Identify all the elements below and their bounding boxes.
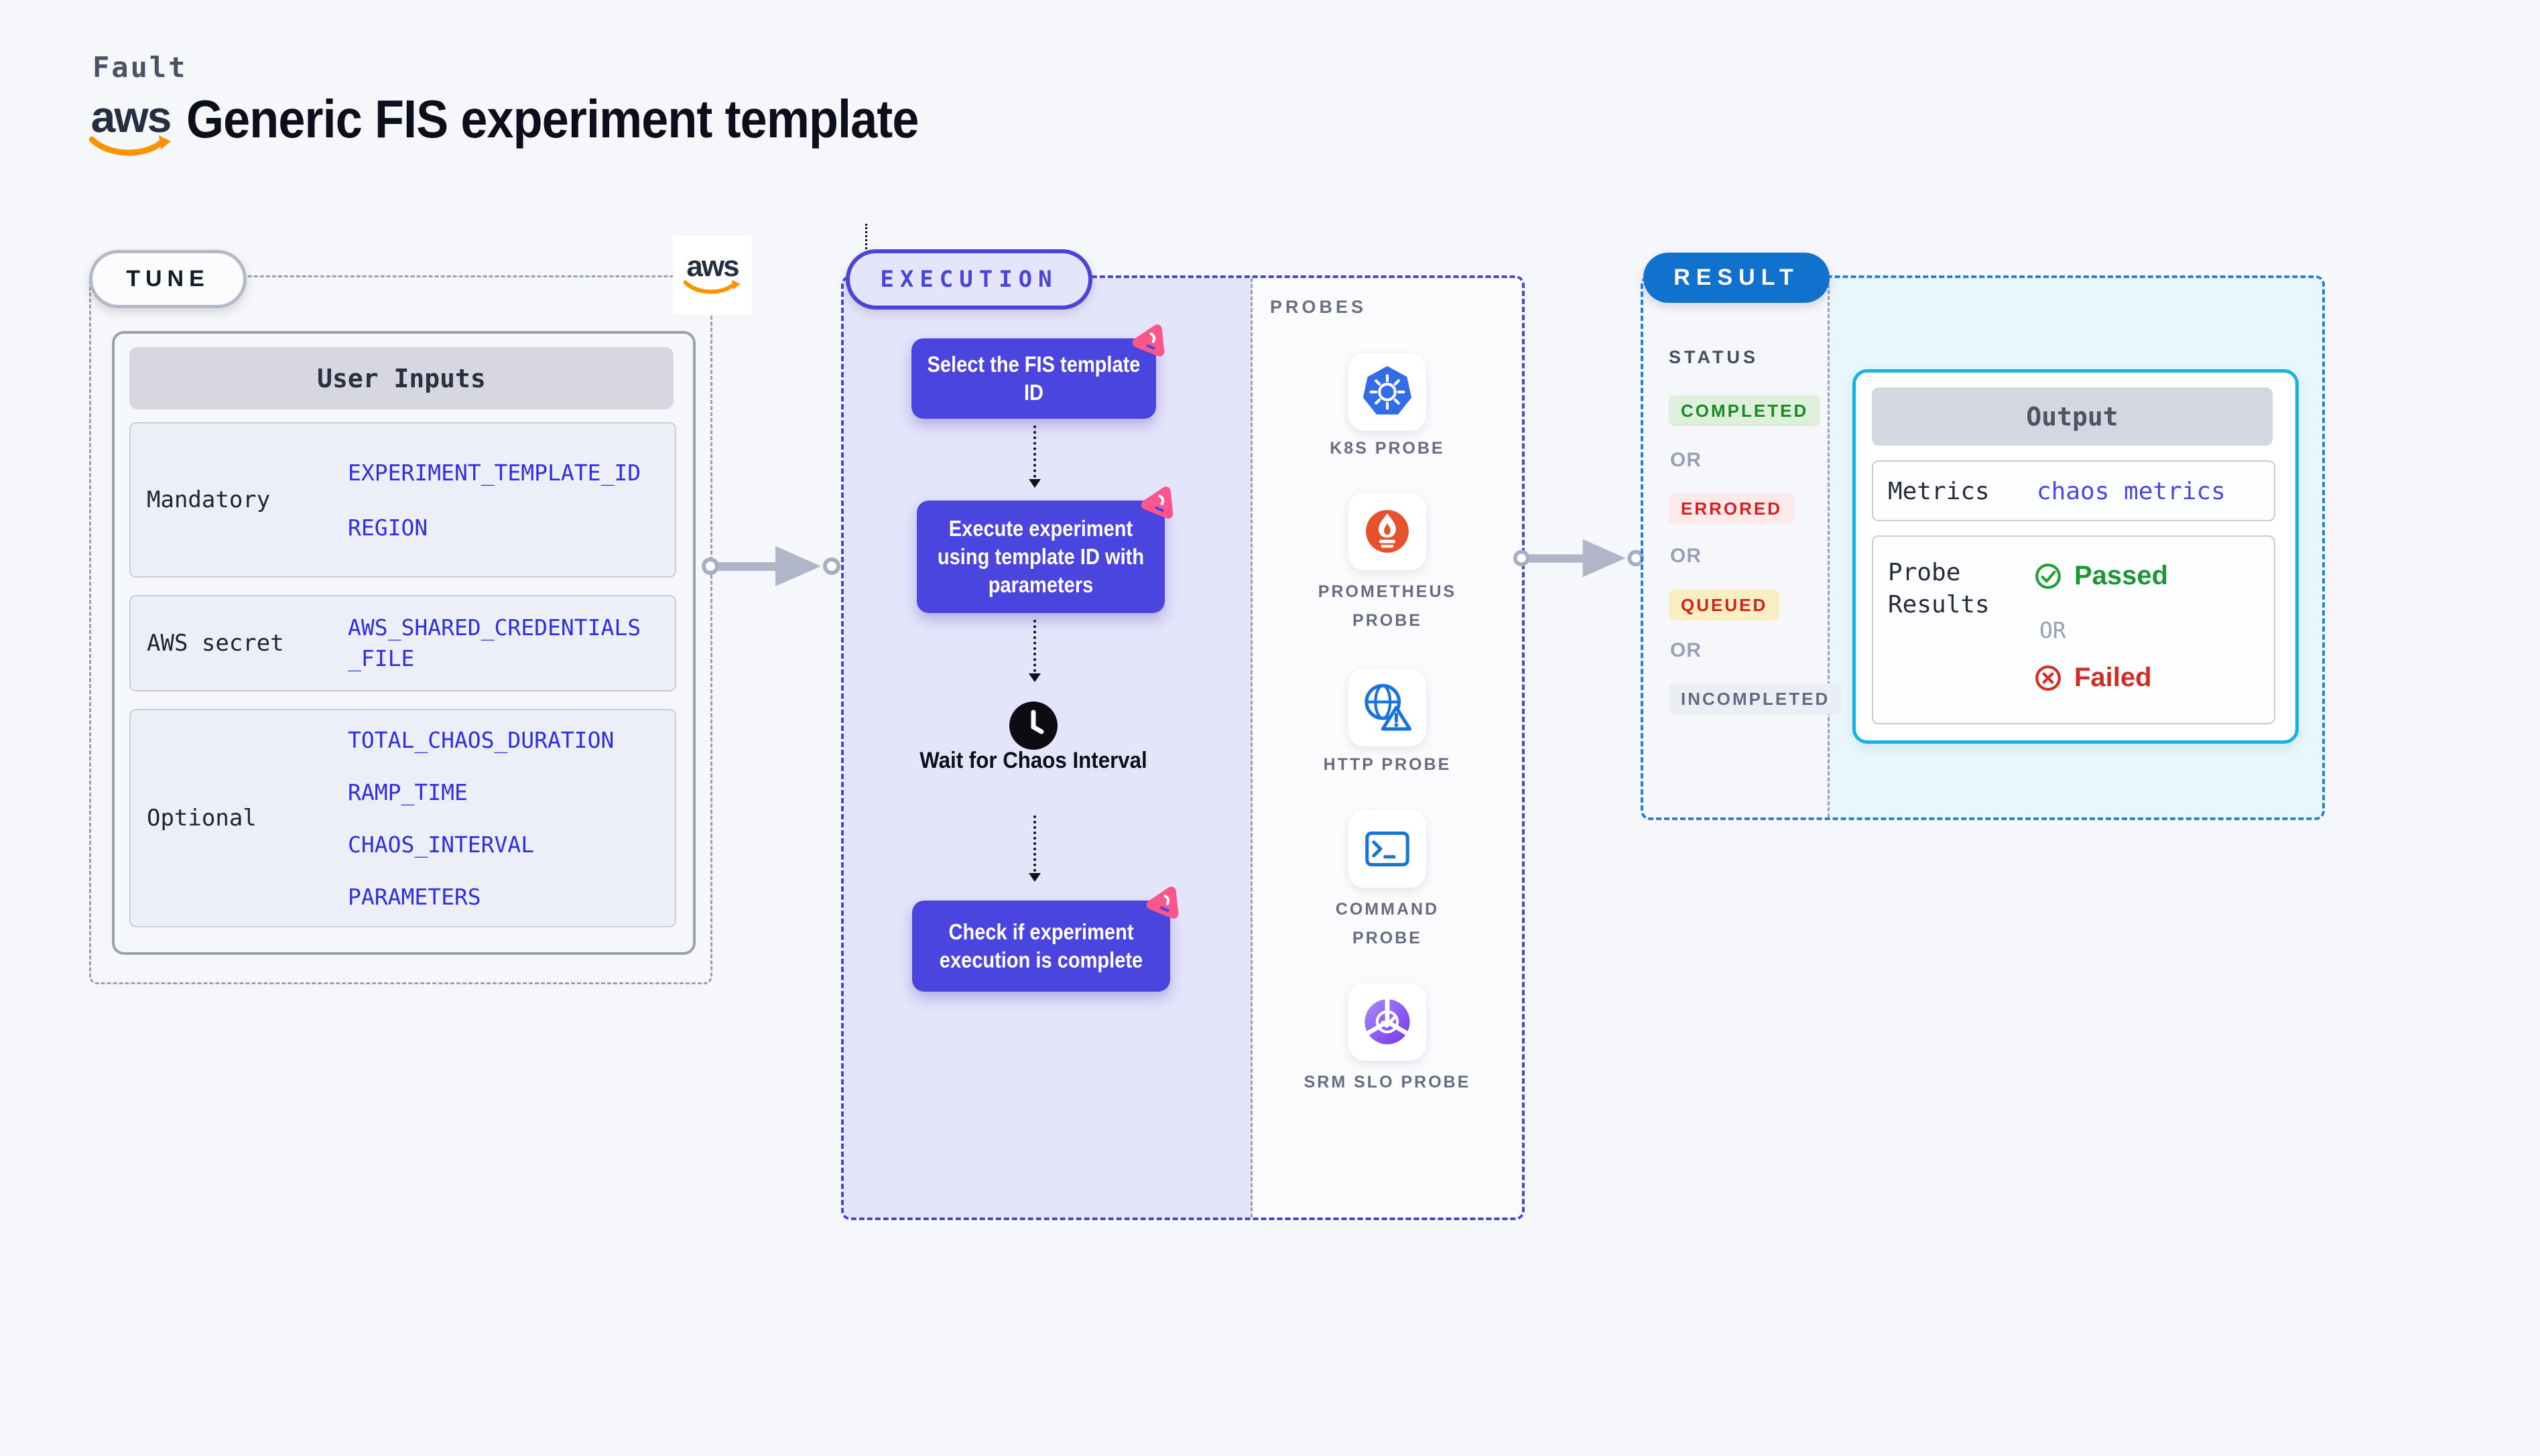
brand-name: Fault — [92, 51, 188, 84]
status-badge-queued: QUEUED — [1669, 590, 1780, 620]
status-badge-completed: COMPLETED — [1669, 395, 1821, 426]
aws-logo: aws — [87, 92, 174, 159]
probe-label: COMMAND PROBE — [1335, 900, 1440, 947]
prometheus-icon — [1366, 510, 1409, 553]
passed-label: Passed — [2074, 561, 2169, 590]
slo-donut-icon — [1364, 998, 1410, 1045]
probe-result-passed: Passed — [2034, 561, 2168, 591]
user-inputs-card: User Inputs Mandatory EXPERIMENT_TEMPLAT… — [112, 331, 696, 955]
output-header: Output — [1872, 387, 2273, 446]
input-variable: RAMP_TIME — [348, 779, 468, 805]
input-variable: EXPERIMENT_TEMPLATE_ID — [348, 459, 641, 486]
section-divider — [1828, 278, 1830, 817]
step-select-template: Select the FIS template ID — [911, 324, 1165, 419]
aws-wordmark: aws — [686, 250, 739, 283]
probes-heading: PROBES — [1270, 297, 1367, 317]
or-separator: OR — [1670, 639, 1702, 661]
clock-icon — [1008, 700, 1059, 754]
probe-label: K8S PROBE — [1330, 439, 1445, 458]
step-execute-experiment: Execute experiment using template ID wit… — [917, 486, 1173, 613]
chaos-experiment-icon — [1132, 324, 1165, 357]
terminal-icon — [1365, 831, 1409, 867]
table-row-aws-secret: AWS secret AWS_SHARED_CREDENTIALS_FILE — [129, 595, 676, 691]
probe-results-label: Probe Results — [1888, 559, 1990, 618]
aws-smile-icon — [89, 135, 171, 156]
probe-card-srm-slo — [1348, 983, 1426, 1061]
row-label: AWS secret — [147, 630, 284, 657]
input-variable: AWS_SHARED_CREDENTIALS_FILE — [348, 614, 641, 671]
page-title: Generic FIS experiment template — [186, 89, 919, 149]
input-variable: PARAMETERS — [348, 883, 481, 910]
aws-corner-logo: aws — [673, 236, 752, 315]
execution-section: Select the FIS template ID Execute exper… — [841, 275, 1525, 1220]
input-variable: REGION — [348, 514, 428, 541]
row-label: Optional — [147, 805, 257, 832]
table-row-optional: Optional TOTAL_CHAOS_DURATION RAMP_TIME … — [129, 709, 676, 927]
input-variable: TOTAL_CHAOS_DURATION — [348, 726, 615, 753]
step-label: Execute experiment using template ID wit… — [937, 516, 1145, 597]
status-badge-errored: ERRORED — [1669, 493, 1795, 524]
tune-section: User Inputs Mandatory EXPERIMENT_TEMPLAT… — [89, 275, 712, 984]
step-label: Check if experiment execution is complet… — [939, 919, 1143, 972]
x-circle-icon — [2035, 665, 2061, 691]
kubernetes-icon — [1362, 366, 1412, 415]
row-values: EXPERIMENT_TEMPLATE_ID REGION — [348, 423, 641, 576]
metrics-label: Metrics — [1888, 478, 1990, 505]
probe-label: PROMETHEUS PROBE — [1318, 582, 1457, 630]
user-inputs-header: User Inputs — [129, 347, 674, 409]
metrics-value: chaos metrics — [2037, 478, 2226, 505]
flow-connector-arrow — [1513, 539, 1645, 578]
or-separator: OR — [1670, 545, 1702, 567]
result-stage-pill: RESULT — [1643, 253, 1830, 303]
output-row-metrics: Metrics chaos metrics — [1872, 460, 2275, 521]
probe-card-k8s — [1348, 353, 1426, 431]
execution-top-connector-stub — [865, 224, 867, 249]
output-row-probe-results: Probe Results Passed OR Failed — [1872, 535, 2275, 724]
input-variable: CHAOS_INTERVAL — [348, 831, 535, 858]
row-values: AWS_SHARED_CREDENTIALS_FILE — [348, 596, 646, 690]
probe-card-command — [1348, 810, 1426, 888]
row-values: TOTAL_CHAOS_DURATION RAMP_TIME CHAOS_INT… — [348, 710, 614, 926]
failed-label: Failed — [2074, 663, 2152, 692]
section-divider — [1251, 278, 1253, 1217]
execution-stage-pill: EXECUTION — [846, 249, 1092, 310]
probe-card-prometheus — [1348, 492, 1426, 570]
aws-smile-icon — [684, 279, 741, 294]
row-label: Mandatory — [147, 486, 271, 513]
chaos-experiment-icon — [1141, 486, 1173, 519]
tune-stage-pill: TUNE — [89, 250, 247, 308]
flow-dotted-arrow — [1029, 620, 1041, 682]
step-label: Select the FIS template ID — [927, 352, 1141, 405]
execution-flow-area — [844, 278, 1252, 1217]
aws-wordmark: aws — [90, 92, 172, 141]
probes-area — [1252, 278, 1522, 1217]
flow-dotted-arrow — [1029, 425, 1041, 488]
status-badge-incompleted: INCOMPLETED — [1669, 683, 1842, 714]
probe-card-http — [1348, 669, 1426, 746]
chaos-experiment-icon — [1146, 886, 1179, 919]
output-card: Output Metrics chaos metrics Probe Resul… — [1852, 369, 2299, 744]
or-separator: OR — [2039, 617, 2066, 643]
step-check-complete: Check if experiment execution is complet… — [912, 886, 1179, 992]
table-row-mandatory: Mandatory EXPERIMENT_TEMPLATE_ID REGION — [129, 422, 676, 578]
result-section: STATUS COMPLETED OR ERRORED OR QUEUED OR… — [1641, 275, 2325, 820]
probe-label: SRM SLO PROBE — [1304, 1073, 1471, 1091]
check-circle-icon — [2035, 563, 2061, 589]
probe-label: HTTP PROBE — [1323, 755, 1452, 774]
probe-result-failed: Failed — [2034, 663, 2152, 693]
flow-dotted-arrow — [1029, 815, 1041, 882]
or-separator: OR — [1670, 449, 1702, 471]
http-globe-icon — [1364, 683, 1412, 731]
step-wait-label: Wait for Chaos Interval — [919, 748, 1147, 773]
flow-connector-arrow — [702, 546, 840, 586]
status-heading: STATUS — [1669, 347, 1759, 367]
